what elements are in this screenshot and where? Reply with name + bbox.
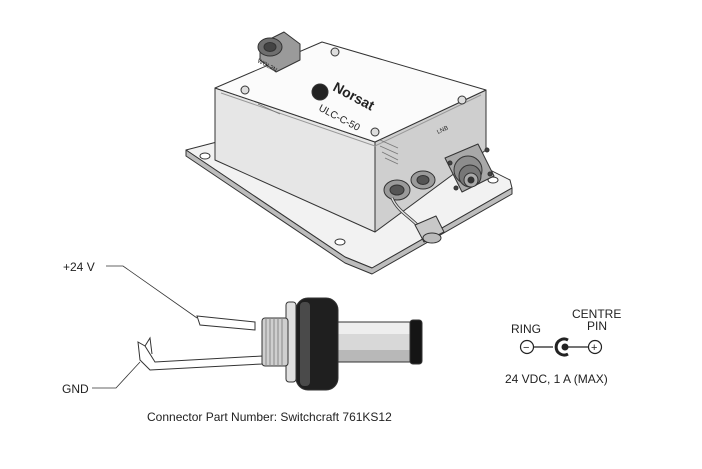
centre-pin-dot	[561, 343, 569, 351]
positive-label: +24 V	[63, 260, 95, 274]
norsat-logo-icon	[311, 83, 329, 101]
screw-icon	[370, 127, 380, 137]
connector-caption: Connector Part Number: Switchcraft 761KS…	[147, 410, 392, 424]
ground-terminal	[137, 341, 263, 371]
cable-cap	[390, 197, 445, 244]
ring-label: RING	[511, 322, 541, 336]
positive-leader-line	[106, 265, 198, 319]
dc-jack-connector	[261, 297, 423, 391]
positive-terminal	[196, 315, 256, 331]
flange-hole	[199, 152, 211, 160]
rear-connector	[257, 31, 301, 73]
screw-icon	[240, 85, 250, 95]
mounting-flange-edge	[185, 149, 513, 275]
minus-symbol: −	[523, 342, 529, 354]
plus-terminal-icon	[587, 339, 603, 355]
top-label-right: LNB	[436, 125, 449, 135]
n-type-connector	[444, 143, 495, 193]
wiring-diagram: +24 V GND	[62, 260, 423, 424]
dc-jack-port	[383, 170, 436, 201]
polarity-symbol: RING CENTRE PIN − + 24 VDC, 1 A (MAX)	[505, 307, 621, 386]
screw-icon	[457, 95, 467, 105]
flange-hole	[334, 238, 346, 246]
ring-arc-icon	[554, 337, 569, 357]
plus-symbol: +	[591, 342, 597, 354]
device-illustration: Norsat ULC-C-50 WOL2N LNB	[185, 31, 513, 275]
centre-label-line1: CENTRE	[572, 307, 621, 321]
screw-icon	[330, 47, 340, 57]
rating-label: 24 VDC, 1 A (MAX)	[505, 372, 608, 386]
centre-label-line2: PIN	[587, 319, 607, 333]
ground-leader-line	[92, 361, 141, 389]
ground-label: GND	[62, 382, 89, 396]
